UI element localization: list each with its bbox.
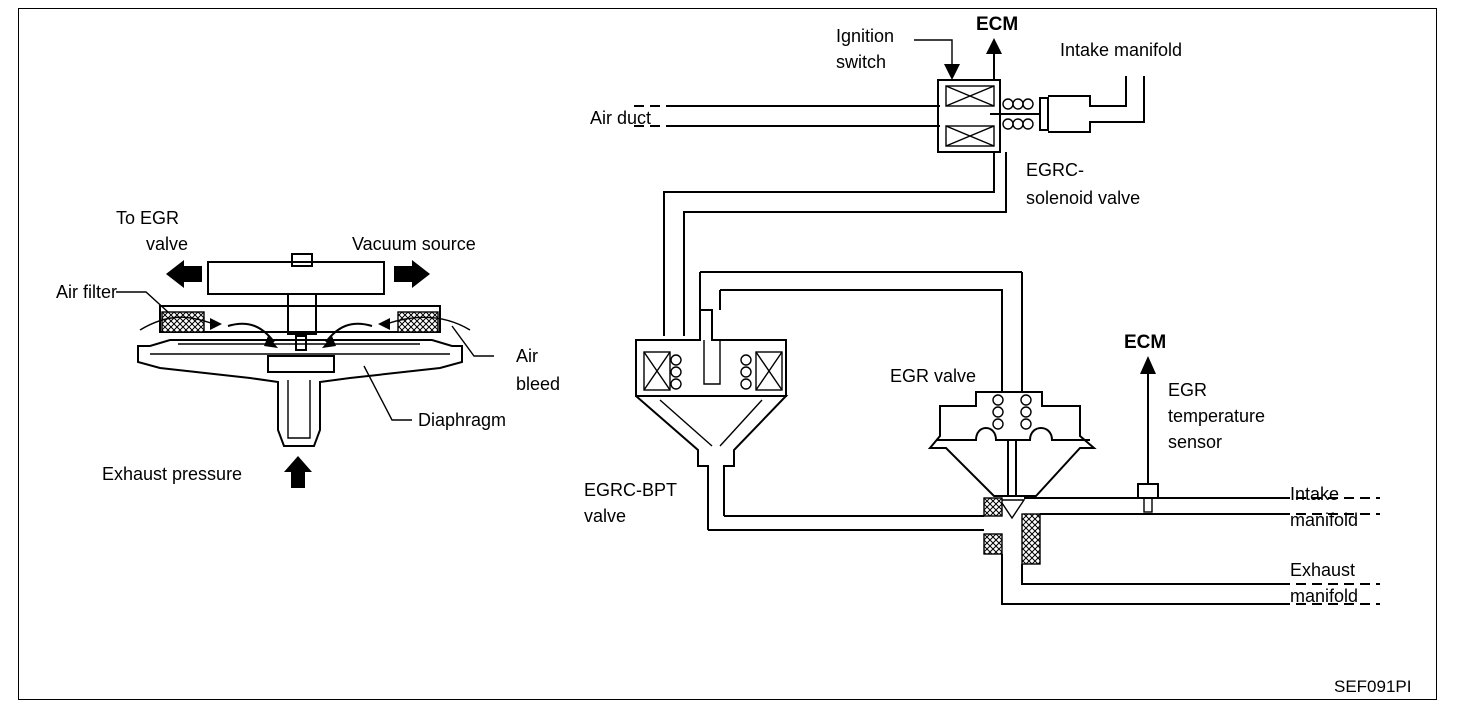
label-egrc-solenoid-1: EGRC- (1026, 160, 1084, 180)
label-air-bleed-1: Air (516, 346, 538, 366)
figure-code: SEF091PI (1334, 677, 1412, 696)
figure-frame (18, 8, 1437, 700)
label-exhaust-pressure: Exhaust pressure (102, 464, 242, 484)
label-ignition-switch-2: switch (836, 52, 886, 72)
egr-valve (927, 391, 1097, 565)
label-ignition-switch-1: Ignition (836, 26, 894, 46)
label-to-egr-valve-1: To EGR (116, 208, 179, 228)
label-exhaust-manifold-2: manifold (1290, 586, 1358, 606)
ignition-arrow-icon (944, 64, 960, 80)
label-intake-manifold-1: Intake (1290, 484, 1339, 504)
label-exhaust-manifold-1: Exhaust (1290, 560, 1355, 580)
label-ecm-right: ECM (1124, 332, 1166, 353)
bpt-valve-detail (116, 253, 494, 488)
label-egr-valve: EGR valve (890, 366, 976, 386)
egrc-bpt-valve (635, 309, 984, 531)
label-ecm-top: ECM (976, 14, 1018, 35)
label-air-filter: Air filter (56, 282, 117, 302)
label-egrc-solenoid-2: solenoid valve (1026, 188, 1140, 208)
to-egr-arrow-icon (166, 260, 202, 288)
egrc-solenoid-valve (630, 38, 1145, 336)
label-vacuum-source: Vacuum source (352, 234, 476, 254)
label-to-egr-valve-2: valve (146, 234, 188, 254)
egr-temperature-sensor (1137, 356, 1159, 513)
label-egr-temp-3: sensor (1168, 432, 1222, 452)
air-filter-right (397, 311, 439, 333)
label-intake-manifold-2: manifold (1290, 510, 1358, 530)
air-filter-left (161, 311, 205, 333)
vacuum-source-arrow-icon (394, 260, 430, 288)
label-air-duct: Air duct (590, 108, 651, 128)
label-egr-temp-1: EGR (1168, 380, 1207, 400)
label-intake-manifold-top: Intake manifold (1060, 40, 1182, 60)
label-egrc-bpt-1: EGRC-BPT (584, 480, 677, 500)
ecm-sensor-arrow-icon (1140, 356, 1156, 374)
label-air-bleed-2: bleed (516, 374, 560, 394)
label-egr-temp-2: temperature (1168, 406, 1265, 426)
ecm-arrow-icon (986, 38, 1002, 54)
label-diaphragm: Diaphragm (418, 410, 506, 430)
exhaust-pressure-arrow-icon (284, 456, 312, 488)
label-egrc-bpt-2: valve (584, 506, 626, 526)
